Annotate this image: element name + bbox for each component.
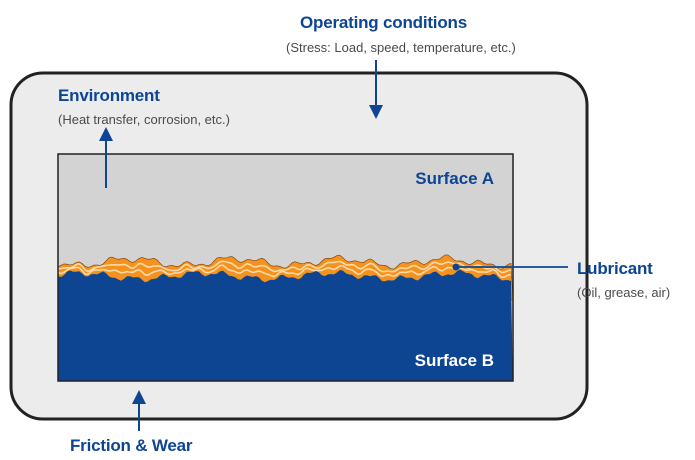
environment-detail: (Heat transfer, corrosion, etc.) bbox=[58, 112, 230, 127]
environment-title: Environment bbox=[58, 86, 160, 105]
lubricant-title: Lubricant bbox=[577, 259, 653, 278]
surface-b-body bbox=[58, 269, 513, 381]
operating-conditions-detail: (Stress: Load, speed, temperature, etc.) bbox=[286, 40, 516, 55]
lubricant-detail: (Oil, grease, air) bbox=[577, 285, 670, 300]
friction-wear-title: Friction & Wear bbox=[70, 436, 193, 455]
lubricant-stripes bbox=[58, 260, 512, 279]
operating-conditions-title: Operating conditions bbox=[300, 13, 467, 32]
contact-region bbox=[58, 154, 513, 381]
surface-a-label: Surface A bbox=[415, 169, 494, 188]
surface-b-label: Surface B bbox=[415, 351, 494, 370]
lubricant-stripe bbox=[58, 264, 512, 279]
lubricant-stripe bbox=[58, 260, 512, 274]
